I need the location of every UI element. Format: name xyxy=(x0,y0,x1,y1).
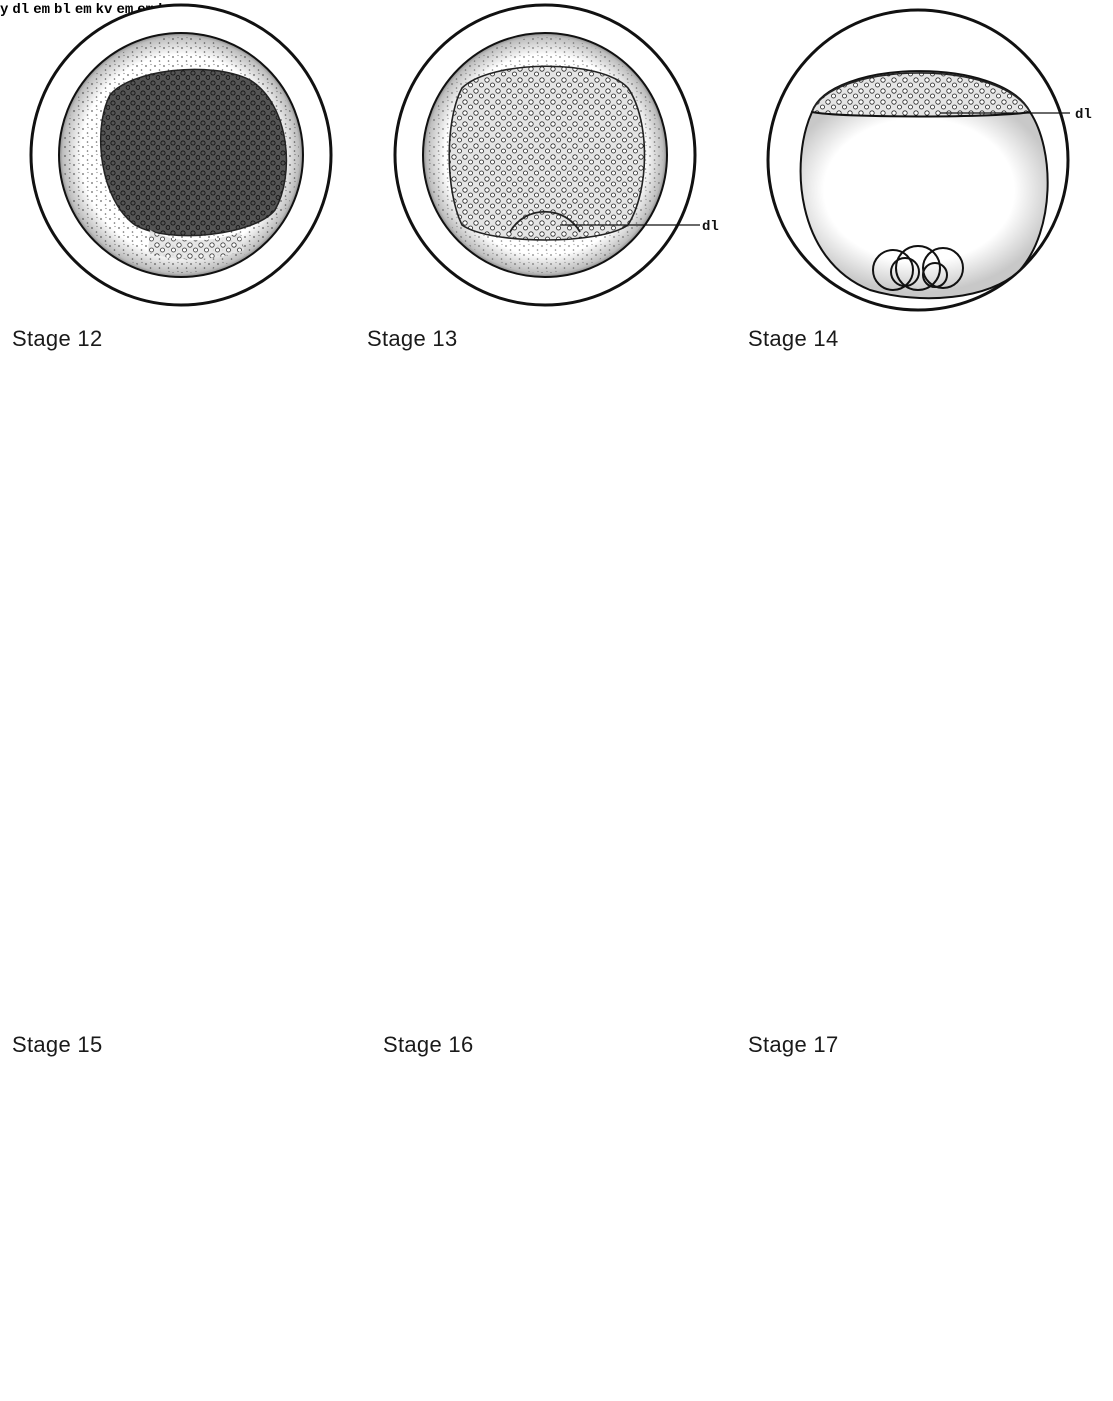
label-dl: dl xyxy=(1075,107,1092,123)
stage-12-label: Stage 12 xyxy=(12,326,102,352)
stage-15-label: Stage 15 xyxy=(12,1032,102,1058)
blastoderm xyxy=(449,66,644,240)
stage-13-embryo: dl xyxy=(395,5,719,305)
blastoderm xyxy=(101,69,287,235)
label-dl: dl xyxy=(702,219,719,235)
stage-16-label: Stage 16 xyxy=(383,1032,473,1058)
stage-14-embryo: dl xyxy=(768,10,1092,310)
stage-17-label: Stage 17 xyxy=(748,1032,838,1058)
stage-14-label: Stage 14 xyxy=(748,326,838,352)
stage-12-embryo xyxy=(31,5,331,305)
stage-13-label: Stage 13 xyxy=(367,326,457,352)
